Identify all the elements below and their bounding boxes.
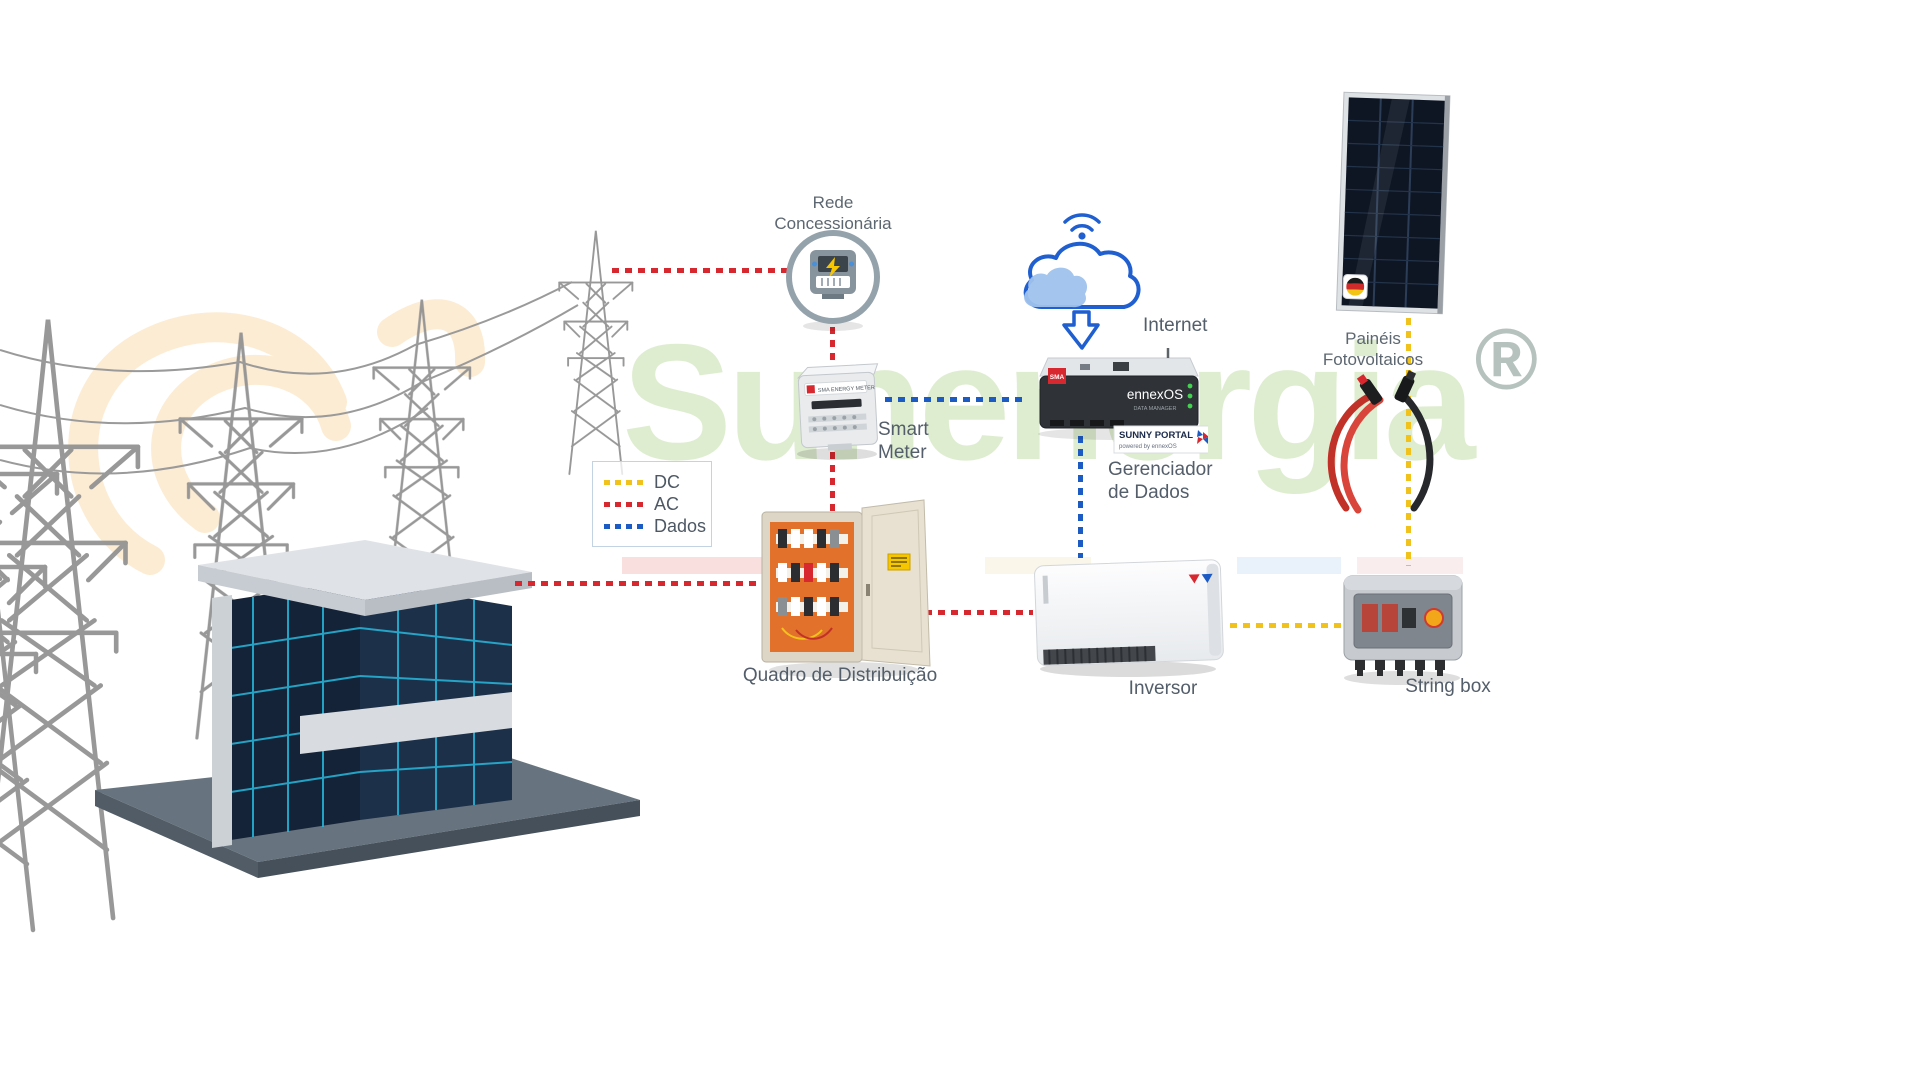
legend-row-ac: AC [604,493,700,515]
data-manager-device: SMA ennexOS DATA MANAGER SUNNY PORTAL po… [1038,348,1208,454]
sunny-portal-badge: SUNNY PORTAL powered by ennexOS [1113,425,1208,454]
distribution-board-device [761,499,931,678]
label-data-manager: Gerenciador de Dados [1108,459,1213,503]
label-smart-meter: Smart Meter [878,419,929,463]
watermark-stripe [622,557,772,574]
watermark-stripe [1237,557,1341,574]
lightning-icon [826,257,840,278]
meter-device-label: SMA ENERGY METER [818,385,875,394]
line-building-to-board-ac [515,581,758,586]
legend-label-ac: AC [654,493,680,514]
internet-cloud-icon [1023,213,1141,350]
mc4-connector-positive [1356,374,1383,405]
legend-box: DC AC Dados [592,461,712,547]
ac-line-swatch [604,501,644,507]
rotary-switch [1424,608,1444,628]
legend-label-dados: Dados [654,515,707,536]
line-manager-to-inverter-data [1078,436,1083,558]
string-box-device [1343,575,1463,685]
label-string-box: String box [1405,676,1491,697]
smart-meter-device: SMA ENERGY METER [796,363,879,460]
cabinet-door [861,499,931,667]
legend-row-dados: Dados [604,515,706,537]
mc4-connector-negative [1394,370,1417,403]
powered-by-text: powered by ennexOS [1119,444,1177,450]
label-utility-grid: Rede Concessionária [774,193,892,233]
line-grid-to-utility-ac [612,268,792,273]
power-wires [0,281,579,475]
label-internet: Internet [1143,315,1208,336]
download-arrow-icon [1062,310,1100,350]
label-pv-panels: Painéis Fotovoltaicos [1322,329,1424,369]
legend-label-dc: DC [654,471,680,492]
cable-glands [1355,660,1445,676]
label-inverter: Inversor [1128,678,1198,699]
registered-mark: ® [1474,312,1538,408]
line-panel-to-stringbox-dc [1406,318,1411,566]
line-board-to-inverter-ac [925,610,1033,615]
brand-swirl-watermark [68,299,486,575]
label-distribution-board: Quadro de Distribuição [742,665,938,686]
wifi-icon [1063,213,1101,232]
data-manager-subtext: DATA MANAGER [1134,406,1177,412]
dc-line-swatch [604,479,644,485]
din-rails [776,529,848,616]
solar-panel [1335,91,1451,315]
dc-cables [1327,370,1434,514]
inverter-logo-blue [1201,573,1213,583]
line-meter-to-board-ac [830,452,835,518]
legend-row-dc: DC [604,471,700,493]
german-flag-sticker [1342,273,1369,300]
dados-line-swatch [604,523,644,529]
sunny-portal-text: SUNNY PORTAL [1119,430,1193,441]
building-illustration [95,540,640,878]
line-utility-to-meter-ac [830,314,835,370]
line-inverter-to-stringbox-dc [1230,623,1342,628]
ennexos-text: ennexOS [1127,387,1183,402]
sma-logo-text: SMA [1050,374,1065,381]
line-meter-to-manager-data [885,397,1022,402]
inverter-device [1034,559,1224,677]
utility-grid-icon [786,230,880,331]
inverter-logo-red [1188,574,1200,584]
sma-logo [806,385,815,394]
vent-block [1043,645,1156,665]
cloud-front [1024,267,1088,308]
pinwheel-icon [1197,430,1208,444]
